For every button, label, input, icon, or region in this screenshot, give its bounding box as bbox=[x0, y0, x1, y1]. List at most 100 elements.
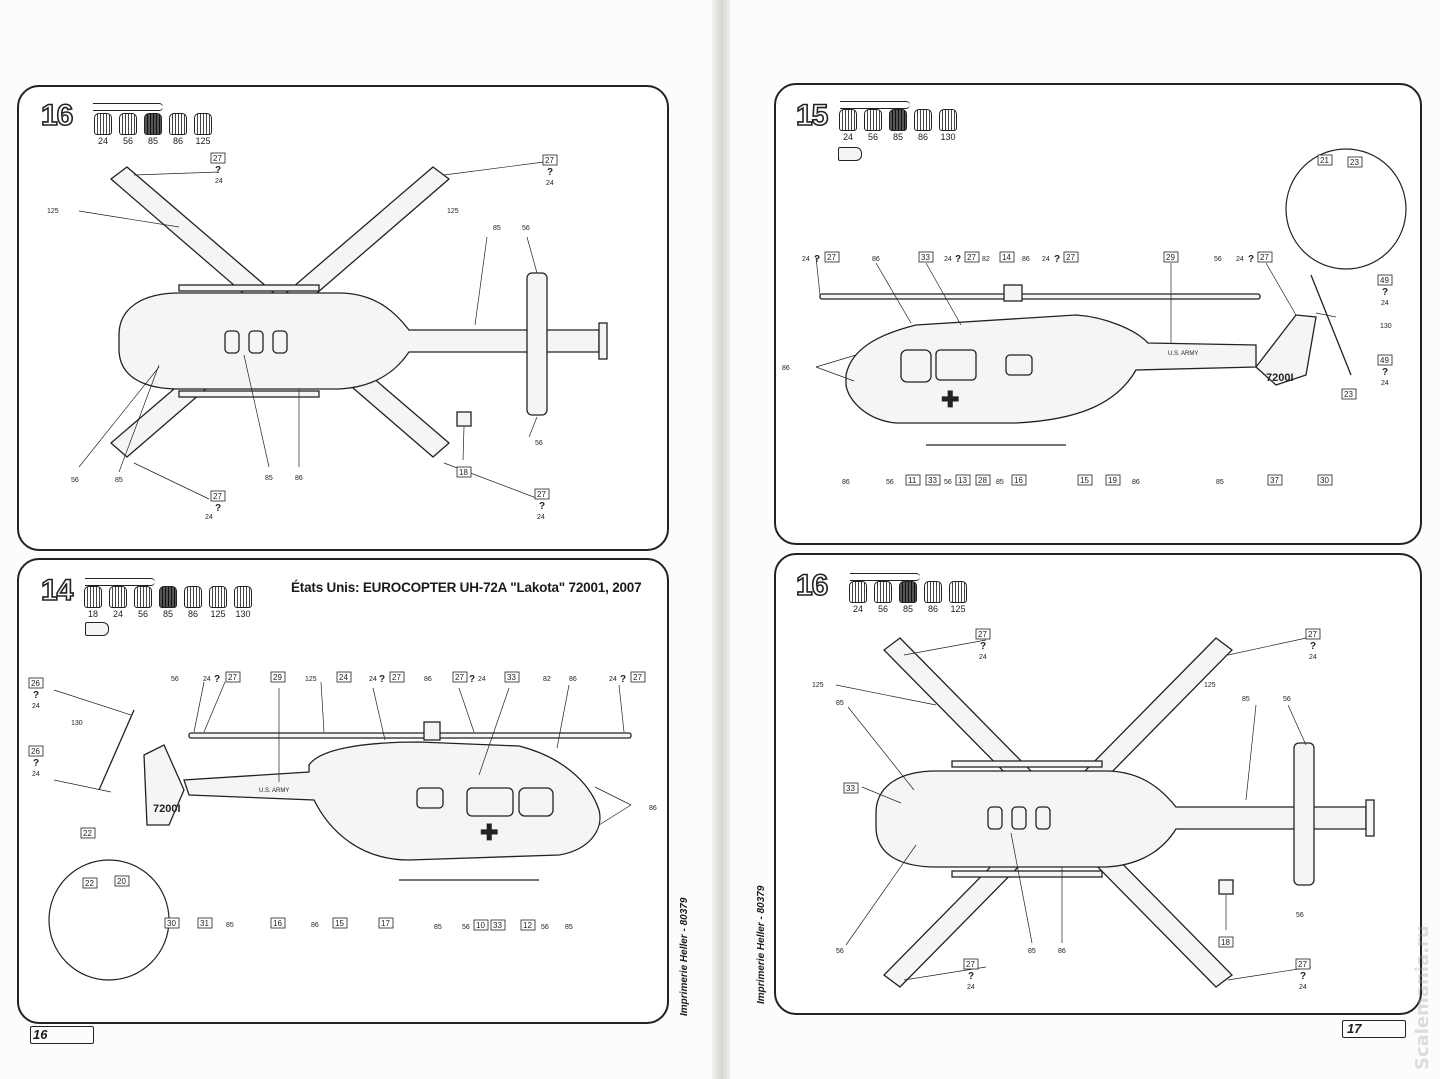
callout-27: 24?27 bbox=[1236, 251, 1273, 265]
brush-icon bbox=[850, 573, 920, 581]
svg-text:?: ? bbox=[1054, 254, 1060, 265]
paint-pot: 85 bbox=[143, 113, 163, 146]
svg-text:24: 24 bbox=[369, 676, 377, 683]
page-number: 16 bbox=[33, 1027, 48, 1042]
callout-27: 27?24 bbox=[452, 671, 486, 685]
callout-27: 24?27 bbox=[203, 671, 241, 685]
main-rotor-blade bbox=[188, 732, 632, 739]
paint-pot: 24 bbox=[838, 109, 858, 142]
svg-text:28: 28 bbox=[978, 476, 987, 485]
callout-33: 33 bbox=[843, 782, 859, 794]
callout-29: 29 bbox=[270, 671, 286, 683]
step-number: 16 bbox=[795, 568, 829, 603]
page-number-box bbox=[1342, 1020, 1406, 1038]
page-number: 17 bbox=[1347, 1021, 1362, 1036]
paint-pot-icon bbox=[109, 586, 127, 608]
callout-86: 86 bbox=[1132, 479, 1140, 486]
callout-15: 15 bbox=[332, 917, 348, 929]
watermark-text: Scalemania.ru bbox=[1412, 925, 1433, 1070]
glue-tube-icon bbox=[838, 147, 862, 161]
callout-85: 85 bbox=[115, 477, 123, 484]
svg-text:27: 27 bbox=[213, 492, 222, 501]
svg-text:24: 24 bbox=[979, 654, 987, 661]
paint-pot-icon bbox=[864, 109, 882, 131]
paint-pot-icon bbox=[234, 586, 252, 608]
svg-text:?: ? bbox=[33, 758, 39, 769]
svg-text:27: 27 bbox=[392, 673, 401, 682]
registration-text: 7200I bbox=[1266, 372, 1294, 384]
hatch bbox=[224, 330, 240, 354]
callout-86: 86 bbox=[569, 676, 577, 683]
svg-text:11: 11 bbox=[908, 476, 917, 485]
svg-text:24: 24 bbox=[203, 676, 211, 683]
svg-text:18: 18 bbox=[1221, 938, 1230, 947]
paint-pot: 85 bbox=[158, 586, 178, 619]
callout-56: 56 bbox=[171, 676, 179, 683]
callout-16: 16 bbox=[270, 917, 286, 929]
army-marking-text: U.S. ARMY bbox=[259, 788, 289, 794]
window bbox=[518, 787, 554, 817]
svg-text:?: ? bbox=[547, 167, 553, 178]
callout-33: 33 bbox=[918, 251, 934, 263]
svg-text:27: 27 bbox=[228, 673, 237, 682]
callout-125: 125 bbox=[812, 682, 824, 689]
paint-pot: 56 bbox=[863, 109, 883, 142]
step14-side-view-panel: 14 18 24 56 85 86 125 130 États Unis: EU… bbox=[17, 558, 669, 1024]
callout-56: 56 bbox=[522, 225, 530, 232]
red-cross-marking: ✚ bbox=[941, 387, 959, 412]
svg-text:12: 12 bbox=[523, 921, 532, 930]
paint-pot-icon bbox=[849, 581, 867, 603]
svg-text:24: 24 bbox=[339, 673, 348, 682]
fuselage bbox=[183, 741, 601, 861]
svg-text:24: 24 bbox=[802, 256, 810, 263]
callout-27: 24?27 bbox=[609, 671, 646, 685]
paint-pot-icon bbox=[914, 109, 932, 131]
right-page: 15 24 56 85 86 130 7200I U.S. ARMY bbox=[730, 0, 1440, 1079]
paint-pot-icon bbox=[194, 113, 212, 135]
paint-pot: 125 bbox=[208, 586, 228, 619]
livery-title: États Unis: EUROCOPTER UH-72A "Lakota" 7… bbox=[291, 580, 642, 595]
callout-85: 85 bbox=[434, 924, 442, 931]
window bbox=[900, 349, 932, 383]
svg-text:27: 27 bbox=[545, 156, 554, 165]
callout-28: 28 bbox=[975, 474, 991, 486]
svg-text:?: ? bbox=[1310, 641, 1316, 652]
step-number: 15 bbox=[795, 98, 829, 133]
paint-pot: 56 bbox=[133, 586, 153, 619]
callout-22: 22 bbox=[82, 877, 98, 889]
callout-85: 85 bbox=[265, 475, 273, 482]
svg-text:19: 19 bbox=[1108, 476, 1117, 485]
army-marking-text: U.S. ARMY bbox=[1168, 351, 1198, 357]
svg-text:?: ? bbox=[215, 503, 221, 514]
svg-text:?: ? bbox=[379, 674, 385, 685]
svg-text:23: 23 bbox=[1350, 158, 1359, 167]
callout-56: 56 bbox=[541, 924, 549, 931]
callout-27: 27 ? 24 bbox=[534, 488, 550, 521]
svg-text:15: 15 bbox=[335, 919, 344, 928]
svg-text:14: 14 bbox=[1002, 253, 1011, 262]
callout-86: 86 bbox=[649, 805, 657, 812]
callout-23: 23 bbox=[1341, 388, 1357, 400]
svg-text:?: ? bbox=[1248, 254, 1254, 265]
step16-top-view-panel: 16 24 56 85 86 125 bbox=[17, 85, 669, 551]
book-gutter bbox=[712, 0, 732, 1079]
detail-inset-circle bbox=[48, 859, 170, 981]
callout-85: 85 bbox=[1216, 479, 1224, 486]
svg-text:24: 24 bbox=[609, 676, 617, 683]
page-number-box bbox=[30, 1026, 94, 1044]
tail-rotor bbox=[598, 322, 608, 360]
paint-pot-icon bbox=[209, 586, 227, 608]
callout-125: 125 bbox=[1204, 682, 1216, 689]
paint-pot-icon bbox=[839, 109, 857, 131]
callout-56: 56 bbox=[1296, 912, 1304, 919]
paint-pot: 86 bbox=[168, 113, 188, 146]
callout-86: 86 bbox=[1022, 256, 1030, 263]
svg-text:21: 21 bbox=[1320, 156, 1329, 165]
paint-pot-icon bbox=[889, 109, 907, 131]
registration-text: 7200I bbox=[153, 803, 181, 815]
callout-29: 29 bbox=[1163, 251, 1179, 263]
svg-text:37: 37 bbox=[1270, 476, 1279, 485]
callout-85: 85 bbox=[226, 922, 234, 929]
callout-49: 49?24 bbox=[1377, 354, 1393, 387]
hatch bbox=[987, 806, 1003, 830]
